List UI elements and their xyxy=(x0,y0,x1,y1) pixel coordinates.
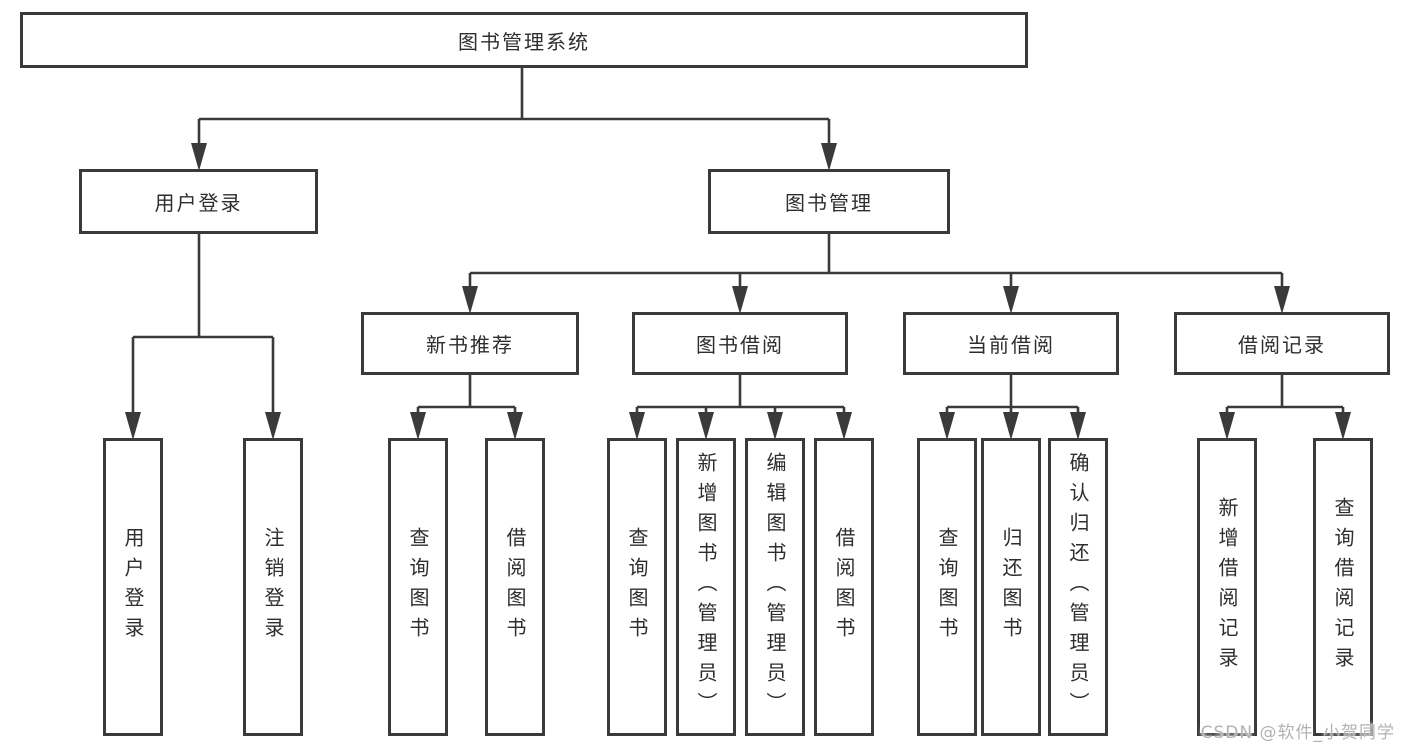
leaf-return-books: 归还图书 xyxy=(981,438,1041,736)
edge-records-to-leaves xyxy=(1225,375,1345,422)
leaf-borrow-books: 借阅图书 xyxy=(814,438,874,736)
leaf-confirm-return-admin: 确认归还（管理员） xyxy=(1048,438,1108,736)
leaf-query-books-borrow: 查询图书 xyxy=(607,438,667,736)
leaf-user-login: 用户登录 xyxy=(103,438,163,736)
leaf-edit-book-admin: 编辑图书（管理员） xyxy=(745,438,805,736)
edge-root-to-level2 xyxy=(197,68,831,153)
leaf-query-books-current: 查询图书 xyxy=(917,438,977,736)
leaf-borrow-books-recommend: 借阅图书 xyxy=(485,438,545,736)
leaf-logout: 注销登录 xyxy=(243,438,303,736)
leaf-query-books-recommend: 查询图书 xyxy=(388,438,448,736)
node-user-login: 用户登录 xyxy=(79,169,318,234)
edge-bookmgmt-to-level3 xyxy=(468,234,1284,296)
node-library-management-system: 图书管理系统 xyxy=(20,12,1028,68)
edge-userlogin-to-leaves xyxy=(131,234,275,422)
edge-newbook-to-leaves xyxy=(416,375,517,422)
edge-borrow-to-leaves xyxy=(635,375,846,422)
node-book-management: 图书管理 xyxy=(708,169,950,234)
node-borrowing-records: 借阅记录 xyxy=(1174,312,1390,375)
csdn-watermark: CSDN @软件_小贺同学 xyxy=(1200,723,1395,743)
node-book-borrowing: 图书借阅 xyxy=(632,312,848,375)
leaf-add-book-admin: 新增图书（管理员） xyxy=(676,438,736,736)
leaf-query-borrow-record: 查询借阅记录 xyxy=(1313,438,1373,736)
leaf-add-borrow-record: 新增借阅记录 xyxy=(1197,438,1257,736)
node-new-book-recommendation: 新书推荐 xyxy=(361,312,579,375)
node-current-borrowing: 当前借阅 xyxy=(903,312,1119,375)
edge-current-to-leaves xyxy=(945,375,1080,422)
